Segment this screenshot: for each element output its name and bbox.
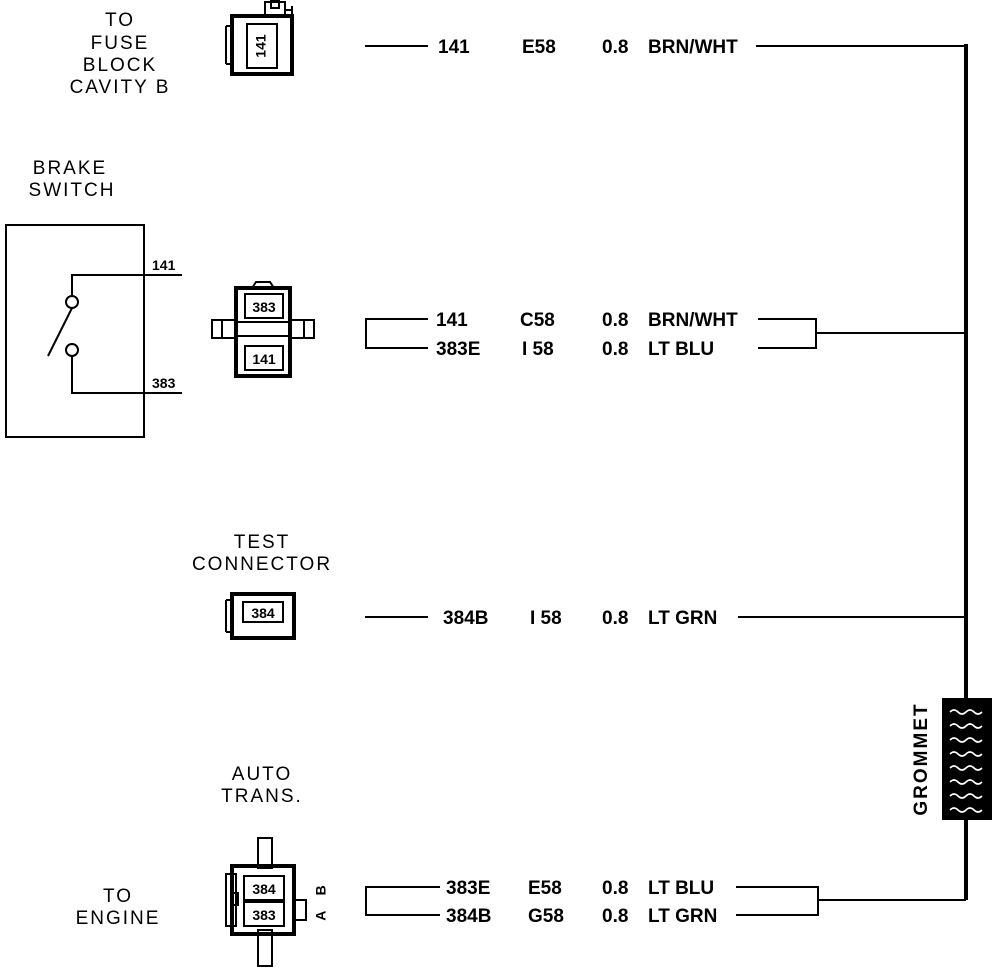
brake-switch: 141 383 — [5, 224, 182, 438]
brake-switch-label: BRAKE SWITCH — [29, 158, 116, 201]
wire-5-location: E58 — [528, 878, 562, 899]
brake-wires-bracket — [758, 318, 817, 349]
auto-trans-label-line-1: AUTO — [232, 764, 292, 785]
to-engine-label: TO ENGINE — [76, 886, 161, 929]
wire-2-location: C58 — [520, 310, 555, 331]
wire-4-location: I 58 — [530, 608, 562, 629]
test-connector-label-line-1: TEST — [234, 532, 291, 553]
wire-6-color: LT GRN — [648, 906, 717, 927]
wire-5-color: LT BLU — [648, 878, 714, 899]
brake-switch-pin-bottom: 383 — [152, 375, 176, 391]
wire-row-2: 141 C58 0.8 BRN/WHT — [365, 310, 738, 349]
wire-5-gauge: 0.8 — [602, 878, 628, 899]
fuse-block-label-line-2: FUSE — [91, 33, 150, 54]
wire-row-1: 141 E58 0.8 BRN/WHT — [365, 37, 966, 58]
test-connector: 384 — [225, 592, 296, 640]
wire-1-location: E58 — [522, 37, 556, 58]
wire-3-gauge: 0.8 — [602, 339, 628, 360]
brake-switch-blade — [47, 307, 73, 357]
wire-3-color: LT BLU — [648, 339, 714, 360]
grommet-body — [942, 698, 992, 820]
trans-connector-pin-bottom: 383 — [252, 907, 276, 923]
wire-6-gauge: 0.8 — [602, 906, 628, 927]
wire-1-circuit: 141 — [438, 37, 470, 58]
to-engine-label-line-1: TO — [103, 886, 133, 907]
grommet: GROMMET — [911, 698, 992, 820]
fuse-block-label-line-1: TO — [105, 10, 135, 31]
brake-switch-bottom-contact — [65, 343, 79, 357]
wire-4-circuit: 384B — [443, 608, 488, 629]
wire-6-circuit: 384B — [446, 906, 491, 927]
wire-row-4: 384B I 58 0.8 LT GRN — [365, 608, 966, 629]
wire-1-color: BRN/WHT — [648, 37, 738, 58]
wire-2-color: BRN/WHT — [648, 310, 738, 331]
brake-switch-connector: 383 141 — [211, 281, 315, 378]
brake-connector-pin-top: 383 — [252, 299, 276, 315]
wire-4-color: LT GRN — [648, 608, 717, 629]
wire-row-6: 384B G58 0.8 LT GRN — [446, 906, 717, 927]
wire-3-location: I 58 — [522, 339, 554, 360]
auto-trans-connector: 384 383 A B — [225, 837, 329, 967]
wire-4-gauge: 0.8 — [602, 608, 628, 629]
wire-3-circuit: 383E — [436, 339, 480, 360]
fuse-block-label-line-3: BLOCK — [83, 55, 157, 76]
trans-connector-pin-top: 384 — [252, 881, 276, 897]
brake-switch-pin-top: 141 — [152, 257, 176, 273]
test-connector-pin-label: 384 — [251, 605, 275, 621]
test-connector-label-line-2: CONNECTOR — [192, 554, 332, 575]
wire-2-gauge: 0.8 — [602, 310, 628, 331]
test-connector-label: TEST CONNECTOR — [192, 532, 332, 575]
wire-1-gauge: 0.8 — [602, 37, 628, 58]
fuse-block-connector: 141 — [225, 0, 294, 76]
wire-row-5: 383E E58 0.8 LT BLU — [365, 878, 714, 916]
brake-switch-bottom-lead — [71, 357, 182, 394]
fuse-block-label-line-4: CAVITY B — [70, 77, 171, 98]
brake-switch-top-lead — [71, 274, 182, 295]
wire-6-location: G58 — [528, 906, 564, 927]
wire-5-circuit: 383E — [446, 878, 490, 899]
fuse-block-label: TO FUSE BLOCK CAVITY B — [70, 10, 171, 98]
grommet-label: GROMMET — [911, 702, 932, 815]
brake-switch-label-line-1: BRAKE — [33, 158, 107, 179]
brake-switch-label-line-2: SWITCH — [29, 180, 116, 201]
brake-connector-pin-bottom: 141 — [252, 351, 276, 367]
wire-2-circuit: 141 — [436, 310, 468, 331]
fuse-connector-pin-label: 141 — [253, 34, 269, 58]
auto-trans-label: AUTO TRANS. — [221, 764, 303, 807]
trans-wires-bracket — [736, 886, 819, 916]
trans-connector-side-label: A B — [313, 879, 329, 921]
brake-switch-top-contact — [65, 295, 79, 309]
wire-row-3: 383E I 58 0.8 LT BLU — [436, 339, 714, 360]
brake-switch-body — [5, 224, 145, 438]
auto-trans-label-line-2: TRANS. — [221, 786, 303, 807]
to-engine-label-line-2: ENGINE — [76, 908, 161, 929]
